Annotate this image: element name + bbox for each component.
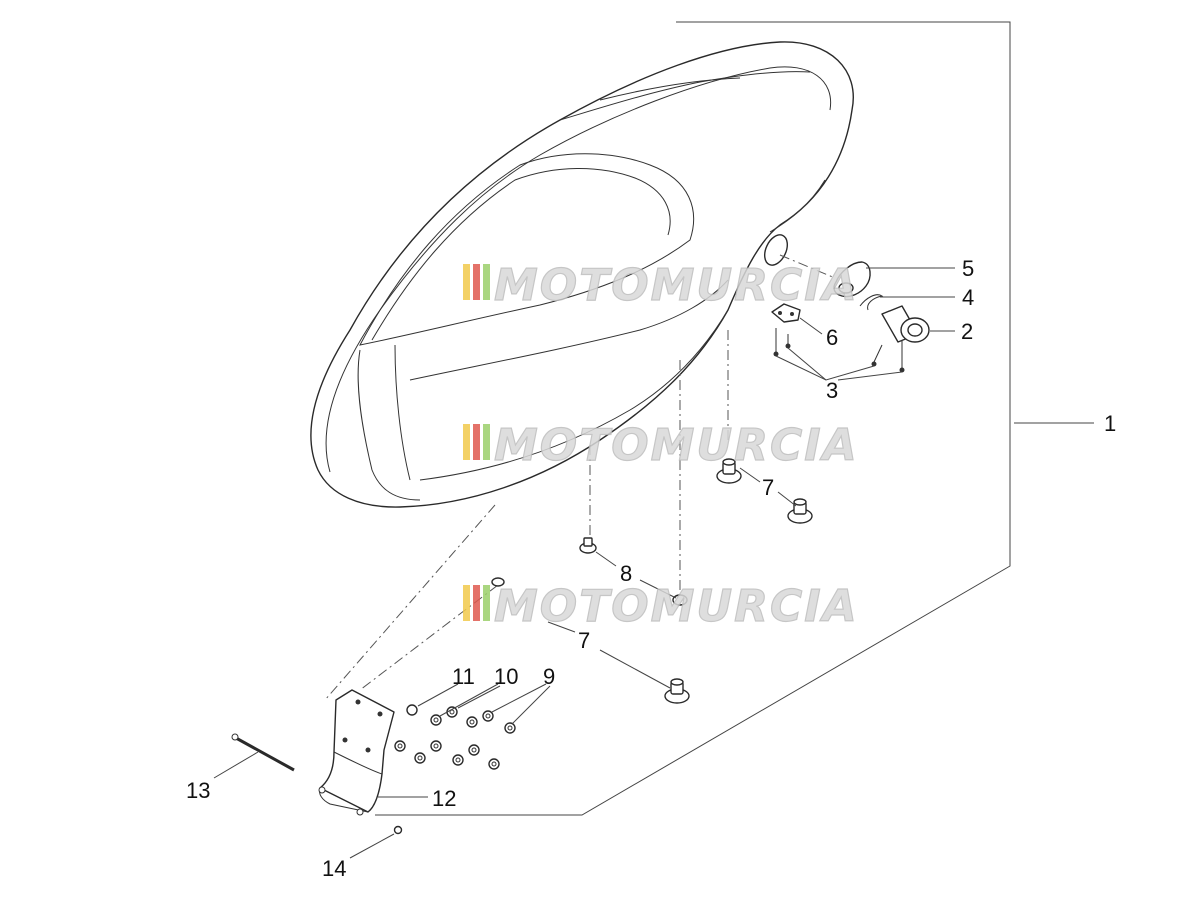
bracket-part-6 bbox=[771, 303, 801, 323]
leader-10b bbox=[457, 685, 501, 709]
seat-part bbox=[310, 41, 854, 508]
leader-3c bbox=[837, 371, 903, 381]
leader-3a bbox=[775, 355, 875, 381]
callout-3: 3 bbox=[826, 378, 838, 403]
callout-7-lower: 7 bbox=[578, 628, 590, 653]
watermark-stripe-green bbox=[483, 424, 490, 460]
pin-part-8-c bbox=[491, 577, 505, 587]
pin-part-8-a bbox=[579, 537, 597, 554]
callout-14: 14 bbox=[322, 856, 346, 881]
leader-14 bbox=[349, 833, 395, 859]
leader-7a-1 bbox=[739, 467, 761, 483]
watermark-stripe-red bbox=[473, 264, 480, 300]
watermark-3: MOTOMURCIA bbox=[463, 580, 859, 633]
leader-11 bbox=[417, 683, 459, 707]
watermark-stripe-yellow bbox=[463, 585, 470, 621]
leader-8b bbox=[639, 579, 677, 599]
leader-10a bbox=[439, 683, 499, 717]
callout-12: 12 bbox=[432, 786, 456, 811]
callout-5: 5 bbox=[962, 256, 974, 281]
leader-3b bbox=[787, 347, 827, 381]
callout-6: 6 bbox=[826, 325, 838, 350]
watermark-stripe-green bbox=[483, 585, 490, 621]
watermark-stripe-red bbox=[473, 585, 480, 621]
clip-part-4 bbox=[859, 294, 884, 311]
watermark-stripe-green bbox=[483, 264, 490, 300]
dash-hinge-a bbox=[324, 504, 496, 701]
callout-13: 13 bbox=[186, 778, 210, 803]
rod-part-13 bbox=[231, 733, 295, 772]
leader-7b-2 bbox=[599, 649, 671, 689]
watermark-1: MOTOMURCIA bbox=[463, 259, 859, 312]
dash-lock bbox=[779, 254, 836, 279]
bumper-part-7-b bbox=[787, 498, 813, 524]
lock-recess bbox=[763, 234, 789, 266]
hinge-plate-part-12 bbox=[318, 689, 395, 816]
watermark-2: MOTOMURCIA bbox=[463, 419, 859, 472]
leader-13 bbox=[213, 751, 259, 779]
callout-11: 11 bbox=[452, 664, 475, 689]
watermark-stripe-red bbox=[473, 424, 480, 460]
callout-2: 2 bbox=[961, 319, 973, 344]
bumper-part-7-c bbox=[664, 678, 690, 704]
callout-10: 10 bbox=[494, 664, 518, 689]
watermark-text: MOTOMURCIA bbox=[494, 581, 859, 632]
screws-part-3 bbox=[773, 328, 905, 373]
watermark-text: MOTOMURCIA bbox=[494, 420, 859, 471]
lock-cylinder-part-2 bbox=[881, 305, 930, 343]
assembly-bracket bbox=[375, 21, 1011, 816]
leader-8a bbox=[595, 551, 617, 567]
lock-cover-part-5 bbox=[833, 261, 871, 298]
callout-4: 4 bbox=[962, 285, 974, 310]
leader-7b-1 bbox=[547, 621, 576, 633]
callout-8: 8 bbox=[620, 561, 632, 586]
leader-9b bbox=[511, 685, 551, 725]
clip-part-14 bbox=[393, 825, 403, 835]
watermark-stripe-yellow bbox=[463, 264, 470, 300]
callout-1: 1 bbox=[1104, 411, 1116, 436]
leader-6 bbox=[799, 317, 823, 335]
watermark-stripe-yellow bbox=[463, 424, 470, 460]
callout-7-upper: 7 bbox=[762, 475, 774, 500]
watermark-text: MOTOMURCIA bbox=[494, 260, 859, 311]
leader-7a-2 bbox=[777, 491, 797, 507]
pin-part-8-b bbox=[672, 594, 688, 606]
nuts-washers-group bbox=[394, 704, 516, 770]
bumper-part-7-a bbox=[716, 458, 742, 484]
callout-9: 9 bbox=[543, 664, 555, 689]
leader-9a bbox=[491, 683, 547, 713]
